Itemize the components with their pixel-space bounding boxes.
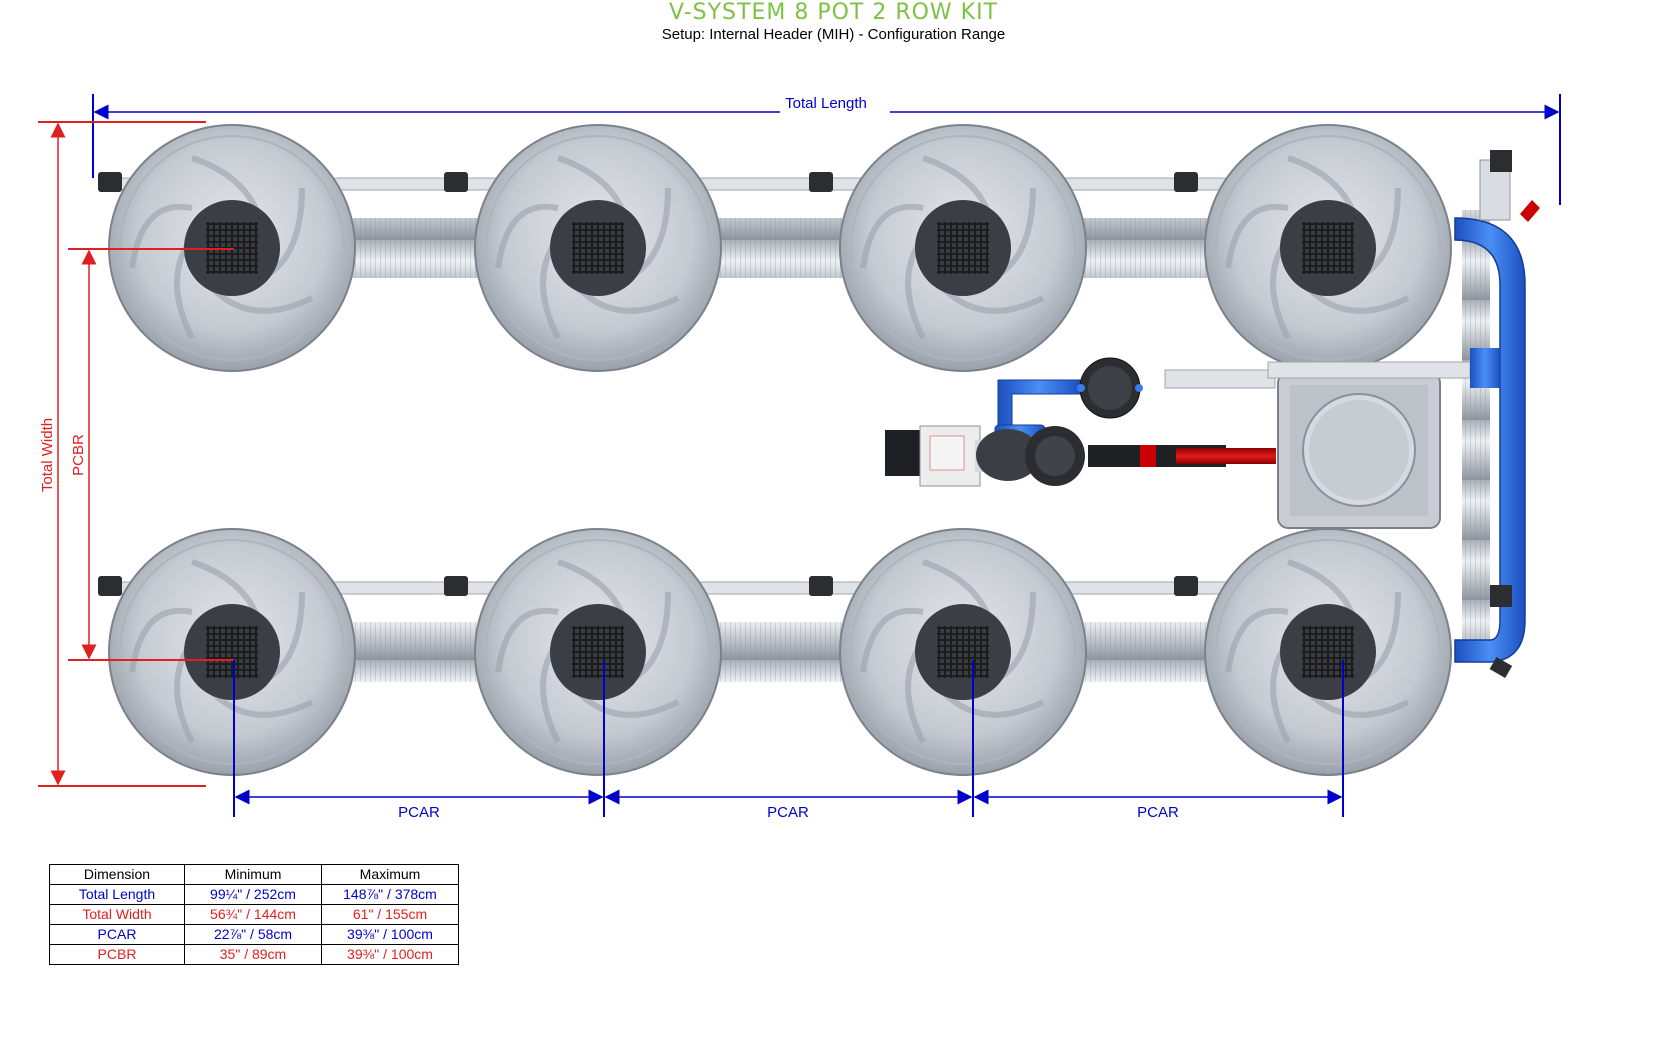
pcar-label-2: PCAR bbox=[767, 804, 809, 821]
table-header-row: Dimension Minimum Maximum bbox=[49, 864, 459, 885]
pcar-dimensions bbox=[233, 660, 1344, 817]
table-row: PCAR 22⅞" / 58cm 39⅜" / 100cm bbox=[49, 924, 459, 945]
row-dimension: Total Length bbox=[49, 884, 185, 905]
pcbr-dimension bbox=[68, 248, 234, 661]
return-line bbox=[1164, 348, 1500, 389]
table-row: Total Width 56¾" / 144cm 61" / 155cm bbox=[49, 904, 459, 925]
pcbr-label: PCBR bbox=[70, 434, 87, 476]
total-width-dimension bbox=[38, 121, 206, 787]
page-subtitle: Setup: Internal Header (MIH) - Configura… bbox=[661, 26, 1006, 43]
pot bbox=[839, 528, 1087, 776]
pot bbox=[474, 124, 722, 372]
row-dimension: Total Width bbox=[49, 904, 185, 925]
pot bbox=[1204, 124, 1452, 372]
pump bbox=[885, 425, 1085, 487]
pot bbox=[1204, 528, 1452, 776]
row-dimension: PCAR bbox=[49, 924, 185, 945]
feed-line bbox=[1088, 445, 1276, 467]
row-minimum: 56¾" / 144cm bbox=[184, 904, 322, 925]
internal-header bbox=[1454, 150, 1540, 679]
table-row: PCBR 35" / 89cm 39⅜" / 100cm bbox=[49, 944, 459, 965]
row-maximum: 39⅜" / 100cm bbox=[321, 924, 459, 945]
bottom-row-tubes bbox=[340, 622, 1210, 682]
pot bbox=[108, 528, 356, 776]
pcar-label-1: PCAR bbox=[398, 804, 440, 821]
top-row-tubes bbox=[340, 218, 1210, 278]
row-maximum: 61" / 155cm bbox=[321, 904, 459, 925]
total-length-dimension bbox=[92, 93, 1561, 205]
row-minimum: 35" / 89cm bbox=[184, 944, 322, 965]
pot bbox=[474, 528, 722, 776]
flow-meter bbox=[1077, 357, 1143, 419]
total-width-label: Total Width bbox=[39, 418, 56, 492]
drain-valves bbox=[98, 172, 1198, 596]
table-header-cell: Minimum bbox=[184, 864, 322, 885]
pot bbox=[839, 124, 1087, 372]
pcar-label-3: PCAR bbox=[1137, 804, 1179, 821]
table-header-cell: Maximum bbox=[321, 864, 459, 885]
row-maximum: 39⅜" / 100cm bbox=[321, 944, 459, 965]
page-title: V-SYSTEM 8 POT 2 ROW KIT bbox=[668, 0, 999, 25]
table-row: Total Length 99¼" / 252cm 148⅞" / 378cm bbox=[49, 884, 459, 905]
row-dimension: PCBR bbox=[49, 944, 185, 965]
total-length-label: Total Length bbox=[785, 95, 867, 112]
row-minimum: 22⅞" / 58cm bbox=[184, 924, 322, 945]
row-maximum: 148⅞" / 378cm bbox=[321, 884, 459, 905]
dimensions-table: Dimension Minimum Maximum Total Length 9… bbox=[49, 864, 459, 965]
table-header-cell: Dimension bbox=[49, 864, 185, 885]
reservoir-tank bbox=[1277, 372, 1441, 529]
row-minimum: 99¼" / 252cm bbox=[184, 884, 322, 905]
